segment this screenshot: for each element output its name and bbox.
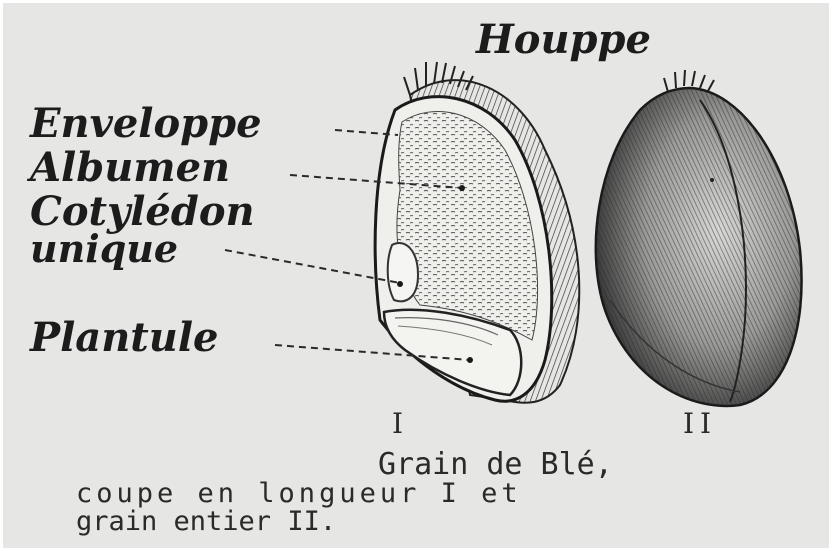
caption-line-3: grain entier II. <box>76 508 336 535</box>
figure-number-one: I <box>392 410 403 438</box>
figure-number-two: II <box>683 410 717 438</box>
label-plantule: Plantule <box>30 318 218 358</box>
caption-line-1: Grain de Blé, <box>378 450 613 480</box>
label-enveloppe: Enveloppe <box>30 104 262 144</box>
grain-section-figure <box>375 62 579 403</box>
caption-line-2: coupe en longueur I et <box>76 480 522 507</box>
whole-grain-figure <box>596 70 802 406</box>
label-unique: unique <box>30 230 178 268</box>
label-albumen: Albumen <box>30 148 230 188</box>
label-houppe: Houppe <box>476 20 651 60</box>
